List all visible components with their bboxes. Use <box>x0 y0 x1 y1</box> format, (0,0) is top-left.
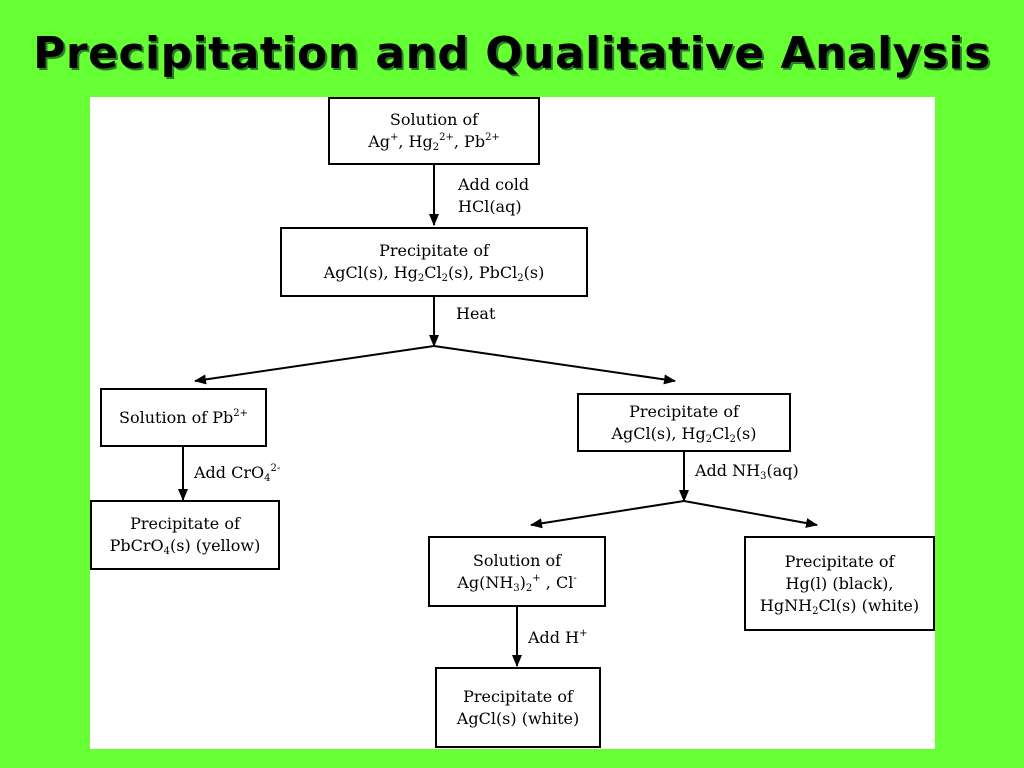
arrow-branch-ammine <box>530 500 685 529</box>
node-line: Precipitate of <box>784 551 895 571</box>
arrow-branch-right <box>433 345 676 385</box>
node-silver-ammine-solution: Solution of Ag(NH3)2+ , Cl- <box>428 536 606 607</box>
step-add-ammonia: Add NH3(aq) <box>695 461 799 482</box>
node-formula: AgCl(s), Hg2Cl2(s) <box>611 423 757 445</box>
node-line: Solution of <box>472 550 562 570</box>
step-add-cold-hcl: Add cold HCl(aq) <box>458 174 529 218</box>
step-line: HCl(aq) <box>458 197 522 216</box>
node-line: Precipitate of <box>463 686 573 706</box>
node-formula: Ag(NH3)2+ , Cl- <box>457 572 577 594</box>
node-line: Hg(l) (black), <box>785 573 894 593</box>
flowchart-connectors <box>178 164 818 667</box>
node-line: Precipitate of <box>629 401 739 421</box>
arrow-branch-mercury <box>683 500 818 528</box>
step-add-acid: Add H+ <box>528 628 588 647</box>
flowchart-panel: Solution of Ag+, Hg22+, Pb2+ Add cold HC… <box>90 97 935 749</box>
slide-title: Precipitation and Qualitative Analysis <box>33 28 991 79</box>
node-formula: AgCl(s), Hg2Cl2(s), PbCl2(s) <box>323 263 545 284</box>
step-heat: Heat <box>456 304 496 323</box>
arrow-branch-left <box>194 345 435 385</box>
step-line: Add cold <box>458 175 530 194</box>
step-add-chromate: Add CrO42- <box>194 463 281 484</box>
node-line: AgCl(s) (white) <box>456 708 580 728</box>
node-silver-mercury-precipitate: Precipitate of AgCl(s), Hg2Cl2(s) <box>577 393 791 452</box>
node-lead-chromate-precipitate: Precipitate of PbCrO4(s) (yellow) <box>90 500 280 570</box>
node-silver-chloride-precipitate: Precipitate of AgCl(s) (white) <box>435 667 601 748</box>
node-formula: HgNH2Cl(s) (white) <box>759 595 920 617</box>
node-line: Precipitate of <box>130 514 240 533</box>
node-chloride-precipitate: Precipitate of AgCl(s), Hg2Cl2(s), PbCl2… <box>280 227 588 297</box>
node-starting-solution: Solution of Ag+, Hg22+, Pb2+ <box>328 97 540 165</box>
node-line: Precipitate of <box>379 241 489 260</box>
node-mercury-precipitate: Precipitate of Hg(l) (black), HgNH2Cl(s)… <box>744 536 935 631</box>
node-formula: Solution of Pb2+ <box>119 407 248 427</box>
node-lead-solution: Solution of Pb2+ <box>100 388 267 447</box>
node-line: Solution of <box>389 110 479 129</box>
node-formula: Ag+, Hg22+, Pb2+ <box>368 132 500 153</box>
node-formula: PbCrO4(s) (yellow) <box>109 536 261 557</box>
